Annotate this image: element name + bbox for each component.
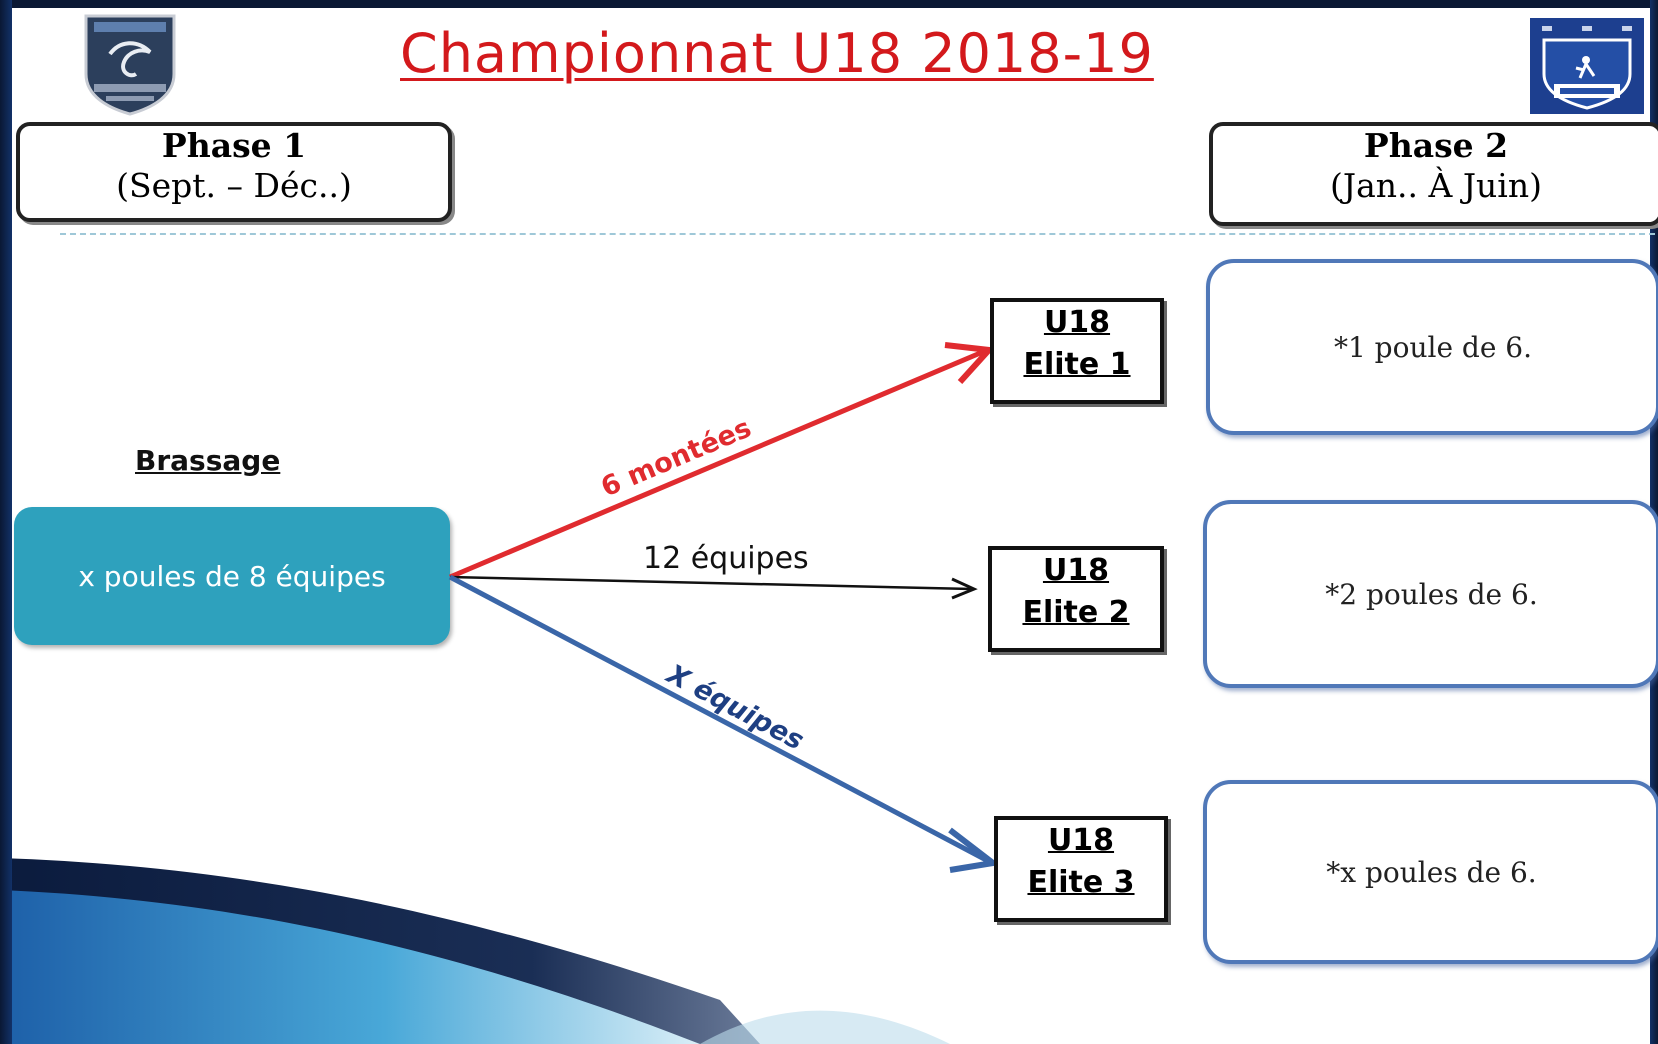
phase2-box-1-label: *1 poule de 6. — [1333, 330, 1533, 364]
pool-box: x poules de 8 équipes — [14, 507, 450, 645]
phase2-box-1: *1 poule de 6. — [1206, 259, 1658, 435]
arrow-bottom-label: X équipes — [660, 658, 809, 757]
phase1-title: Phase 1 — [161, 126, 307, 165]
elite2-line1: U18 — [1042, 553, 1110, 588]
phase2-title: Phase 2 — [1363, 126, 1509, 165]
elite3-line2: Elite 3 — [1027, 865, 1135, 900]
elite1-line1: U18 — [1043, 305, 1111, 340]
dashed-separator — [60, 233, 1655, 235]
phase1-header: Phase 1 (Sept. – Déc..) — [16, 122, 452, 222]
elite2-line2: Elite 2 — [1022, 595, 1130, 630]
frame-left — [0, 0, 12, 1044]
phase1-subtitle: (Sept. – Déc..) — [116, 166, 352, 205]
fff-lfa-logo-icon — [1530, 18, 1644, 114]
arrow-black — [449, 575, 978, 600]
elite3-line1: U18 — [1047, 823, 1115, 858]
phase2-box-3: *x poules de 6. — [1203, 780, 1658, 964]
elite1-box: U18 Elite 1 — [990, 298, 1164, 404]
brassage-label: Brassage — [135, 444, 281, 477]
elite3-box: U18 Elite 3 — [994, 816, 1168, 922]
pool-box-label: x poules de 8 équipes — [78, 559, 386, 593]
district-fff-shield-icon — [84, 14, 176, 116]
frame-top — [0, 0, 1658, 8]
phase2-header: Phase 2 (Jan.. À Juin) — [1209, 122, 1658, 226]
arrow-blue — [448, 574, 1001, 873]
phase2-box-2: *2 poules de 6. — [1203, 500, 1658, 688]
arrow-red — [449, 342, 996, 580]
arrow-middle-label: 12 équipes — [643, 541, 809, 576]
phase2-subtitle: (Jan.. À Juin) — [1330, 166, 1542, 205]
elite2-box: U18 Elite 2 — [988, 546, 1164, 652]
elite1-line2: Elite 1 — [1023, 347, 1131, 382]
phase2-box-2-label: *2 poules de 6. — [1325, 577, 1538, 611]
phase2-box-3-label: *x poules de 6. — [1326, 855, 1537, 889]
page-title: Championnat U18 2018-19 — [400, 22, 1154, 85]
